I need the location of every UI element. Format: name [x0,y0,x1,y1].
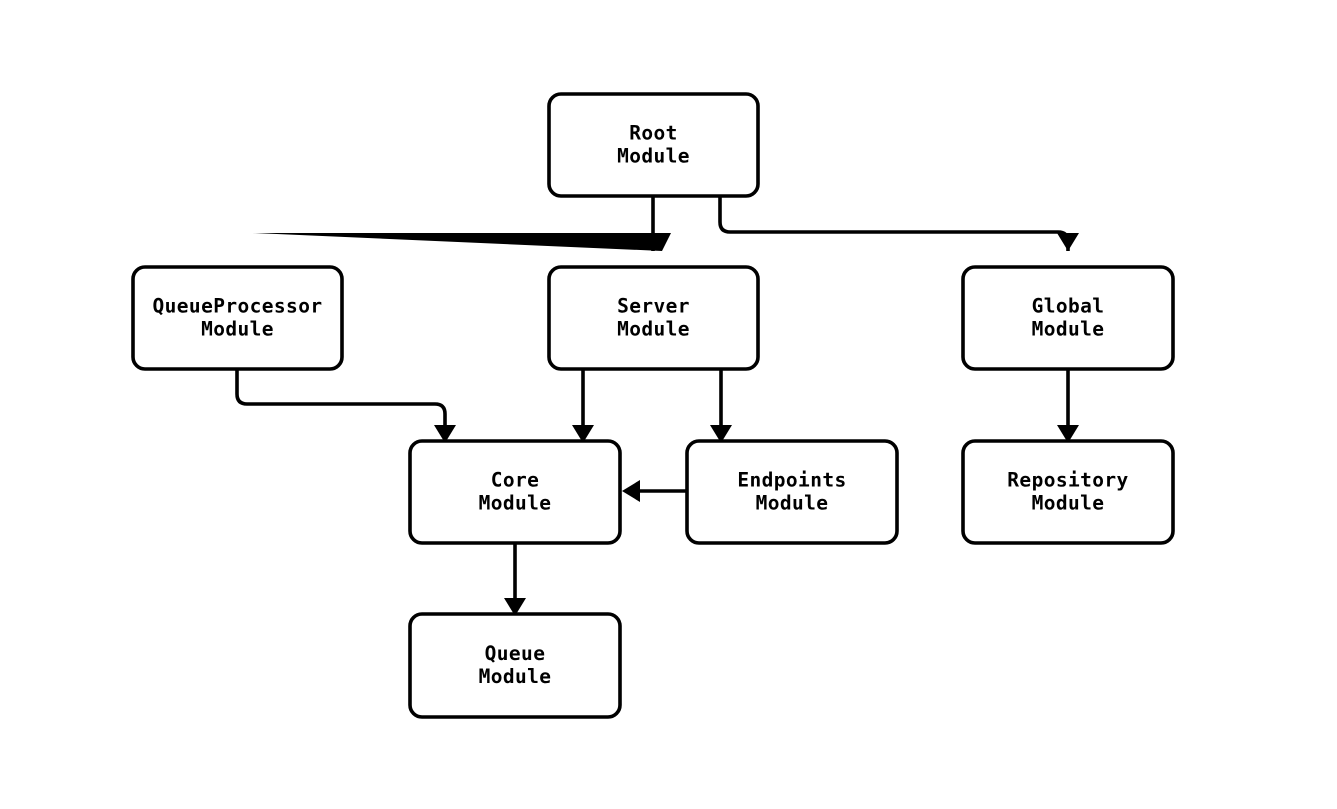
node-label-line1: Root [629,122,678,145]
node-label-line2: Module [617,145,690,168]
edges-layer [235,196,1079,616]
node-box[interactable] [547,265,760,371]
node-label-line1: Core [491,469,540,492]
node-box[interactable] [685,439,899,545]
edge-server-endpoints [710,369,732,443]
node-label-line1: Server [617,295,690,318]
node-label-line2: Module [1032,318,1105,341]
edge-queueprocessor-core [235,369,456,443]
arrowhead-icon [434,425,456,443]
node-label-line1: Queue [485,642,546,665]
node-box[interactable] [547,92,760,198]
node-box[interactable] [408,612,622,719]
node-box[interactable] [961,265,1175,371]
arrowhead-icon [572,425,594,443]
node-label-line2: Module [479,492,552,515]
arrowhead-icon [1057,233,1079,251]
edge-endpoints-core [622,480,687,502]
nodes-layer: RootModuleQueueProcessorModuleServerModu… [131,92,1175,719]
arrowhead-icon [253,233,671,251]
node-box[interactable] [961,439,1175,545]
edge-core-queue [504,543,526,616]
edge-global-repository [1057,369,1079,443]
node-label-line2: Module [756,492,829,515]
arrowhead-icon [622,480,640,502]
node-label-line2: Module [479,665,552,688]
node-label-line1: Global [1032,295,1105,318]
edge-root-server [253,196,671,251]
edge-line [718,196,1070,251]
node-label-line1: Repository [1007,469,1128,492]
node-box[interactable] [408,439,622,545]
edge-root-global [718,196,1079,251]
arrowhead-icon [710,425,732,443]
node-label-line2: Module [201,318,274,341]
node-label-line2: Module [1032,492,1105,515]
node-label-line2: Module [617,318,690,341]
arrowhead-icon [1057,425,1079,443]
node-label-line1: QueueProcessor [153,295,323,318]
node-label-line1: Endpoints [737,469,846,492]
node-box[interactable] [131,265,344,371]
edge-line [235,369,447,425]
arrowhead-icon [504,598,526,616]
edge-server-core [572,369,594,443]
